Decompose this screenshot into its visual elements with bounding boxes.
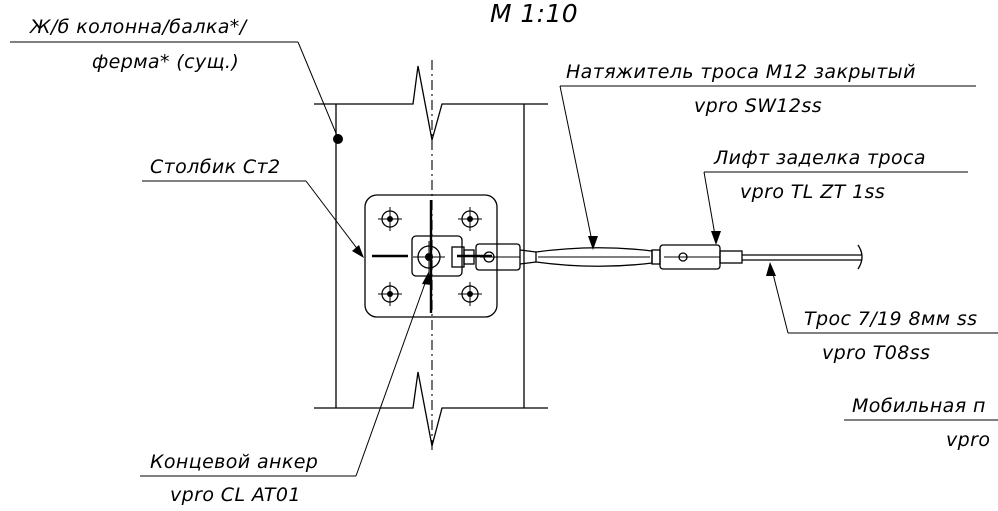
bolt [458,282,482,306]
leaders [10,41,998,477]
tensioner-body [535,247,661,267]
tensioner-fork [475,243,537,271]
end-anchor [411,235,475,277]
bolts [378,207,482,306]
cable [742,244,863,270]
scale-title: М 1:10 [490,0,578,28]
mobile-label-line1: Мобильная п [852,395,986,417]
cable-label-line1: Трос 7/19 8мм ss [804,308,977,330]
column-label-line1: Ж/б колонна/балка*/ [29,16,249,38]
bolt [378,207,402,231]
anchor-label-line1: Концевой анкер [150,451,318,473]
tensioner-label-line1: Натяжитель троса М12 закрытый [566,61,916,83]
cable-label-line2: vpro T08ss [822,342,930,364]
anchor-label-line2: vpro CL AT01 [170,484,301,506]
post-label: Столбик Ст2 [150,156,281,178]
lift-label-line1: Лифт заделка троса [713,147,926,169]
bolt [458,207,482,231]
bolt [378,282,402,306]
lift-termination [659,244,743,270]
tensioner-label-line2: vpro SW12ss [694,95,822,117]
column-label-line2: ферма* (сущ.) [92,51,239,73]
mobile-label-line2: vprо [946,429,990,451]
lift-label-line2: vpro TL ZT 1ss [740,181,885,203]
